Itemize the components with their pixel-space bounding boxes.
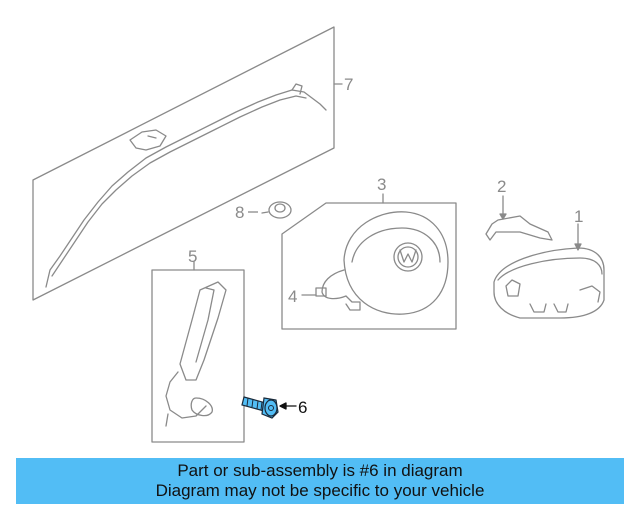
banner-line-part: Part or sub-assembly is #6 in diagram xyxy=(177,461,463,480)
knee-airbag-group xyxy=(151,261,245,443)
curtain-airbag-clip xyxy=(291,83,303,95)
bracket-part xyxy=(485,195,553,241)
bolt-part-highlighted[interactable] xyxy=(241,396,279,419)
driver-airbag-cover xyxy=(343,211,449,315)
grommet-part xyxy=(261,201,292,219)
knee-airbag-frame xyxy=(151,269,245,443)
curtain-airbag-group xyxy=(32,26,343,301)
vw-logo xyxy=(393,242,423,272)
knee-airbag-wire xyxy=(165,371,213,427)
parts-diagram: 1 2 3 4 5 6 7 8 xyxy=(32,26,605,443)
driver-airbag-group xyxy=(281,193,457,330)
callout-6: 6 xyxy=(298,398,307,417)
info-banner: Part or sub-assembly is #6 in diagram Di… xyxy=(16,458,624,504)
banner-line-disclaimer: Diagram may not be specific to your vehi… xyxy=(155,481,485,500)
callout-8: 8 xyxy=(235,203,244,222)
callout-1: 1 xyxy=(574,207,583,226)
driver-airbag-wire xyxy=(321,269,361,311)
callout-7: 7 xyxy=(344,75,353,94)
knee-airbag-body xyxy=(179,281,227,381)
callout-4: 4 xyxy=(288,287,297,306)
callout-5: 5 xyxy=(188,247,197,266)
curtain-airbag-mount xyxy=(129,129,167,151)
curtain-airbag-tube xyxy=(45,89,327,288)
curtain-airbag-frame xyxy=(32,26,335,301)
driver-airbag-frame xyxy=(281,202,457,330)
callout-3: 3 xyxy=(377,175,386,194)
passenger-airbag-part xyxy=(493,223,605,319)
callout-2: 2 xyxy=(497,177,506,196)
